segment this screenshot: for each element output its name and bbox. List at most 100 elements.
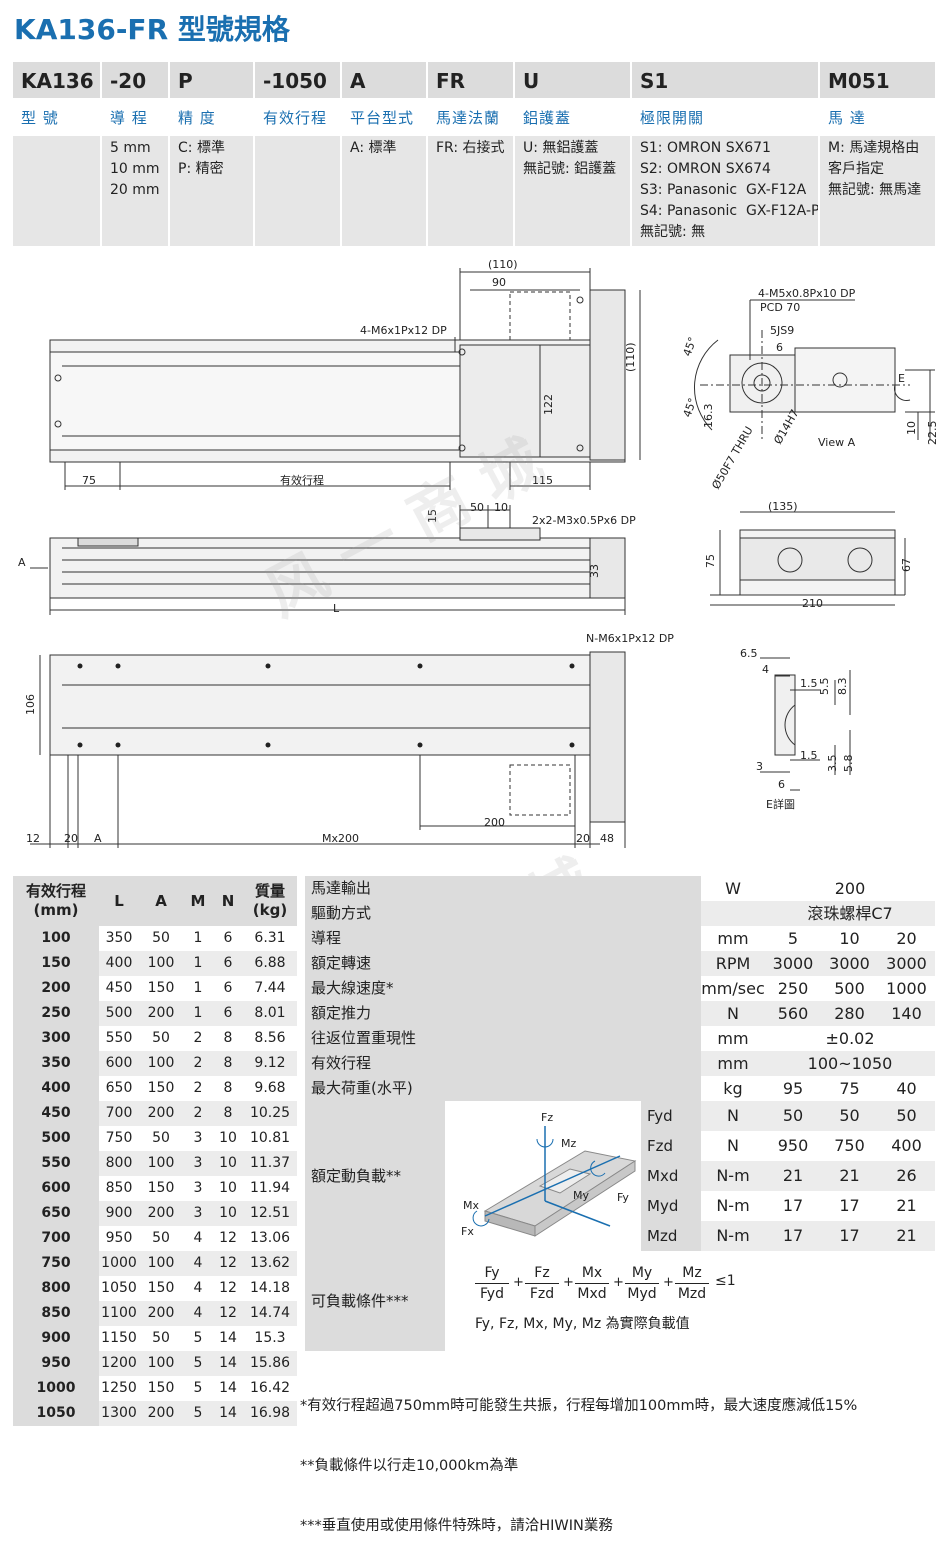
axis-label: Fz [541,1111,553,1124]
table-cell: 1100 [99,1301,139,1326]
table-cell: 10 [219,1180,237,1196]
model-code-value: FR [436,69,466,93]
table-cell: 11.94 [249,1180,291,1196]
table-cell: 50 [152,1030,170,1046]
table-cell: 700 [13,1226,99,1251]
dimension-label: E詳圖 [766,797,795,811]
dimension-label: 122 [542,394,555,415]
table-cell: 1150 [101,1330,137,1346]
table-cell: 10 [213,1151,243,1176]
spec-value: 26 [878,1161,935,1191]
table-cell: 1300 [99,1401,139,1426]
table-cell: 5 [183,1351,213,1376]
load-name: Mxd [641,1161,701,1191]
spec-value: 75 [839,1079,860,1098]
table-cell: 100 [13,926,99,951]
table-cell: 4 [193,1280,203,1296]
dimension-label: E [898,372,905,385]
spec-value: 21 [878,1221,935,1251]
spec-value: 50 [878,1101,935,1131]
model-code-label: 導 程 [110,109,148,127]
axis-label: Mx [463,1199,479,1212]
spec-unit: W [725,879,741,898]
dimension-label: 20 [576,832,590,845]
dimension-label: 210 [802,597,823,610]
spec-unit: N-m [701,1161,765,1191]
axis-label: Fy [617,1191,629,1204]
dimension-label: 115 [532,474,553,487]
header-mass: 質量 (kg) [252,882,288,919]
spec-value: 20 [896,929,917,948]
dimension-label: 6 [776,341,783,354]
table-cell: 100 [139,1151,183,1176]
table-cell: 50 [152,1330,170,1346]
dimension-label: 45° [681,396,700,419]
dimension-label: 75 [82,474,96,487]
model-code-options: 5 mm 10 mm 20 mm [110,140,160,198]
table-cell: 12 [219,1230,237,1246]
table-cell: 50 [152,1130,170,1146]
footnote-2: **負載條件以行走10,000km為準 [300,1458,519,1474]
table-cell: 600 [99,1051,139,1076]
dimension-label: Mx200 [322,832,359,845]
size-table-header: 有效行程 (mm) L A M N 質量 (kg) [13,876,297,926]
table-cell: 350 [105,930,133,946]
formula-rhs: ≤1 [715,1273,736,1289]
table-cell: 400 [99,951,139,976]
spec-name: 有效行程 [305,1051,701,1076]
dimension-label: 10 [494,501,508,514]
model-code-options: M: 馬達規格由 客戶指定 無記號: 無馬達 [828,140,922,198]
top-view [49,268,641,490]
spec-value: 滾珠螺桿C7 [765,901,935,926]
dimension-label: 5.8 [842,755,855,773]
table-cell: 1 [193,930,203,946]
spec-value: 3000 [765,951,821,976]
load-name: Fzd [641,1131,701,1161]
spec-name: 額定推力 [305,1001,701,1026]
table-cell: 8 [223,1080,233,1096]
table-cell: 3 [193,1180,203,1196]
table-cell: 450 [105,980,133,996]
table-cell: 14 [213,1351,243,1376]
spec-unit: N [701,1001,765,1026]
table-cell: 10 [219,1130,237,1146]
model-code-label: 型 號 [21,109,59,127]
spec-unit: RPM [701,951,765,976]
spec-name: 最大線速度* [305,976,701,1001]
table-cell: 650 [105,1080,133,1096]
spec-unit: N-m [701,1221,765,1251]
formula-denominator: Fzd [529,1286,555,1302]
spec-value: 100~1050 [765,1051,935,1076]
formula-denominator: Mzd [677,1286,707,1302]
model-code-options: C: 標準 P: 精密 [178,140,225,177]
spec-value: 950 [777,1136,809,1155]
dimension-label: 200 [484,816,505,829]
spec-value: 750 [834,1136,865,1155]
spec-name: 馬達輸出 [305,876,701,901]
spec-value: 95 [782,1079,804,1098]
spec-value: 140 [878,1001,935,1026]
side-view [30,505,626,615]
table-cell: 550 [105,1030,133,1046]
dimension-label: 5JS9 [770,324,794,337]
table-cell: 150 [147,1380,175,1396]
dimension-label: 15 [426,509,439,523]
table-cell: 250 [13,1001,99,1026]
table-cell: 12 [213,1251,243,1276]
end-view [710,511,906,606]
dimension-label: 8.3 [836,678,849,696]
spec-value: 500 [834,979,865,998]
dimension-label: 4-M5x0.8Px10 DP [758,287,856,300]
dimension-label: Ø50F7 THRU [709,424,755,491]
footnote-1: *有效行程超過750mm時可能發生共振，行程每增加100mm時，最大速度應減低1… [300,1398,858,1414]
table-cell: 4 [193,1230,203,1246]
dimension-drawing: (110)904-M6x1Px12 DP(110)12275有效行程1154-M… [18,258,939,848]
